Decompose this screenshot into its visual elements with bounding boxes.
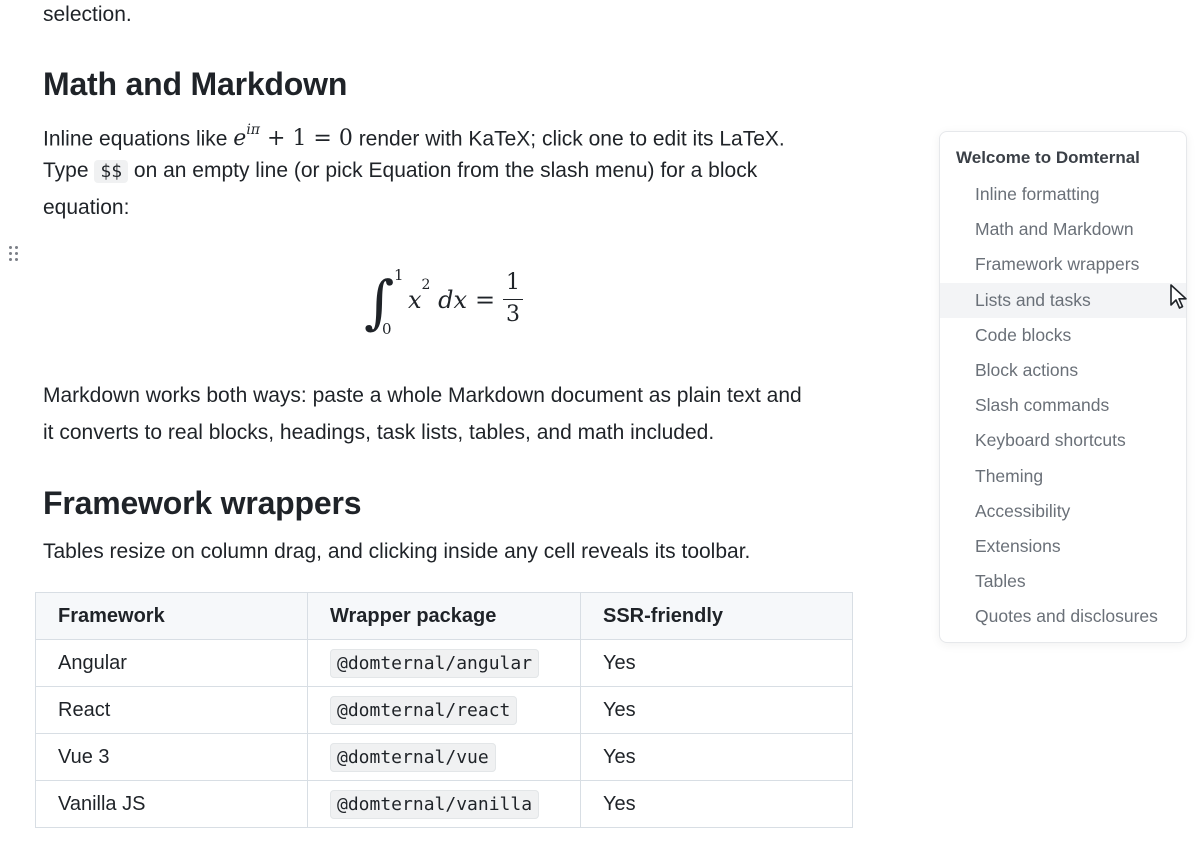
table-cell-ssr[interactable]: Yes — [580, 733, 853, 781]
package-code: @domternal/react — [330, 695, 518, 725]
table-cell-framework[interactable]: Angular — [35, 639, 308, 687]
integral-lower-bound: 0 — [382, 320, 392, 338]
table-header-cell[interactable]: SSR-friendly — [580, 592, 853, 640]
integral-upper-bound: 1 — [394, 266, 404, 284]
table-cell-package[interactable]: @domternal/vue — [307, 733, 581, 781]
inline-eq-exponent: iπ — [246, 122, 261, 138]
integrand: x2 dx — [408, 277, 468, 314]
drag-handle-icon[interactable] — [9, 246, 21, 264]
toc-item-keyboard-shortcuts[interactable]: Keyboard shortcuts — [975, 430, 1126, 451]
math-paragraph-line-3: equation: — [43, 196, 130, 219]
inline-code-dollars: $$ — [94, 160, 129, 183]
toc-item-lists-and-tasks[interactable]: Lists and tasks — [940, 282, 1186, 318]
table-cell-ssr[interactable]: Yes — [580, 780, 853, 828]
math-paragraph-text: render with KaTeX; click one to edit its… — [352, 127, 785, 151]
table-cell-framework[interactable]: Vue 3 — [35, 733, 308, 781]
table-header-cell[interactable]: Wrapper package — [307, 592, 581, 640]
toc-list: Inline formatting Math and Markdown Fram… — [940, 177, 1186, 634]
toc-item-tables[interactable]: Tables — [975, 571, 1026, 592]
table-cell-framework[interactable]: Vanilla JS — [35, 780, 308, 828]
math-paragraph-text: on an empty line (or pick Equation from … — [128, 159, 758, 182]
math-paragraph-line-2: Type $$ on an empty line (or pick Equati… — [43, 152, 757, 190]
markdown-paragraph-line-1: Markdown works both ways: paste a whole … — [43, 384, 802, 407]
fraction: 1 3 — [503, 270, 523, 327]
toc-item-framework-wrappers[interactable]: Framework wrappers — [975, 254, 1140, 275]
table-row: React @domternal/react Yes — [35, 686, 853, 734]
table-cell-ssr[interactable]: Yes — [580, 639, 853, 687]
toc-item-quotes-and-disclosures[interactable]: Quotes and disclosures — [975, 606, 1158, 627]
block-equation[interactable]: ∫ 1 0 x2 dx = 1 3 — [364, 262, 534, 342]
table-cell-package[interactable]: @domternal/react — [307, 686, 581, 734]
table-header-cell[interactable]: Framework — [35, 592, 308, 640]
table-row: Angular @domternal/angular Yes — [35, 639, 853, 687]
markdown-paragraph-line-2: it converts to real blocks, headings, ta… — [43, 421, 715, 444]
framework-paragraph: Tables resize on column drag, and clicki… — [43, 540, 751, 563]
toc-item-extensions[interactable]: Extensions — [975, 535, 1061, 556]
table-header-row: Framework Wrapper package SSR-friendly — [35, 592, 853, 640]
inline-eq-base: e — [233, 126, 247, 152]
table-of-contents: Welcome to Domternal Inline formatting M… — [939, 131, 1187, 643]
package-code: @domternal/vanilla — [330, 789, 540, 819]
package-code: @domternal/angular — [330, 648, 540, 678]
table-row: Vanilla JS @domternal/vanilla Yes — [35, 780, 853, 828]
table-cell-package[interactable]: @domternal/angular — [307, 639, 581, 687]
heading-math-and-markdown: Math and Markdown — [43, 66, 348, 102]
inline-eq-rest: + 1 = 0 — [267, 126, 353, 152]
toc-item-block-actions[interactable]: Block actions — [975, 359, 1079, 380]
table-row: Vue 3 @domternal/vue Yes — [35, 733, 853, 781]
fraction-numerator: 1 — [506, 270, 520, 295]
fraction-bar — [503, 299, 523, 300]
toc-item-code-blocks[interactable]: Code blocks — [975, 324, 1072, 345]
table-cell-framework[interactable]: React — [35, 686, 308, 734]
math-paragraph-text: Inline equations like — [43, 127, 234, 151]
package-code: @domternal/vue — [330, 742, 496, 772]
math-paragraph-line-1: Inline equations like eiπ + 1 = 0 render… — [43, 115, 785, 157]
toc-item-theming[interactable]: Theming — [975, 465, 1044, 486]
intro-text-tail: selection. — [43, 3, 132, 26]
toc-item-inline-formatting[interactable]: Inline formatting — [975, 184, 1100, 204]
toc-item-math-and-markdown[interactable]: Math and Markdown — [975, 219, 1134, 240]
heading-framework-wrappers: Framework wrappers — [43, 485, 362, 521]
table-cell-ssr[interactable]: Yes — [580, 686, 853, 734]
inline-equation[interactable]: eiπ + 1 = 0 — [233, 122, 353, 152]
mouse-pointer-icon — [1170, 284, 1187, 309]
toc-title[interactable]: Welcome to Domternal — [956, 148, 1140, 167]
toc-item-slash-commands[interactable]: Slash commands — [975, 395, 1110, 416]
toc-item-accessibility[interactable]: Accessibility — [975, 500, 1071, 521]
framework-table[interactable]: Framework Wrapper package SSR-friendly A… — [35, 592, 853, 828]
equals-sign: = — [475, 286, 496, 314]
fraction-denominator: 3 — [506, 302, 520, 327]
integral-sign: ∫ — [364, 268, 395, 336]
table-cell-package[interactable]: @domternal/vanilla — [307, 780, 581, 828]
math-paragraph-text: Type — [43, 159, 95, 182]
